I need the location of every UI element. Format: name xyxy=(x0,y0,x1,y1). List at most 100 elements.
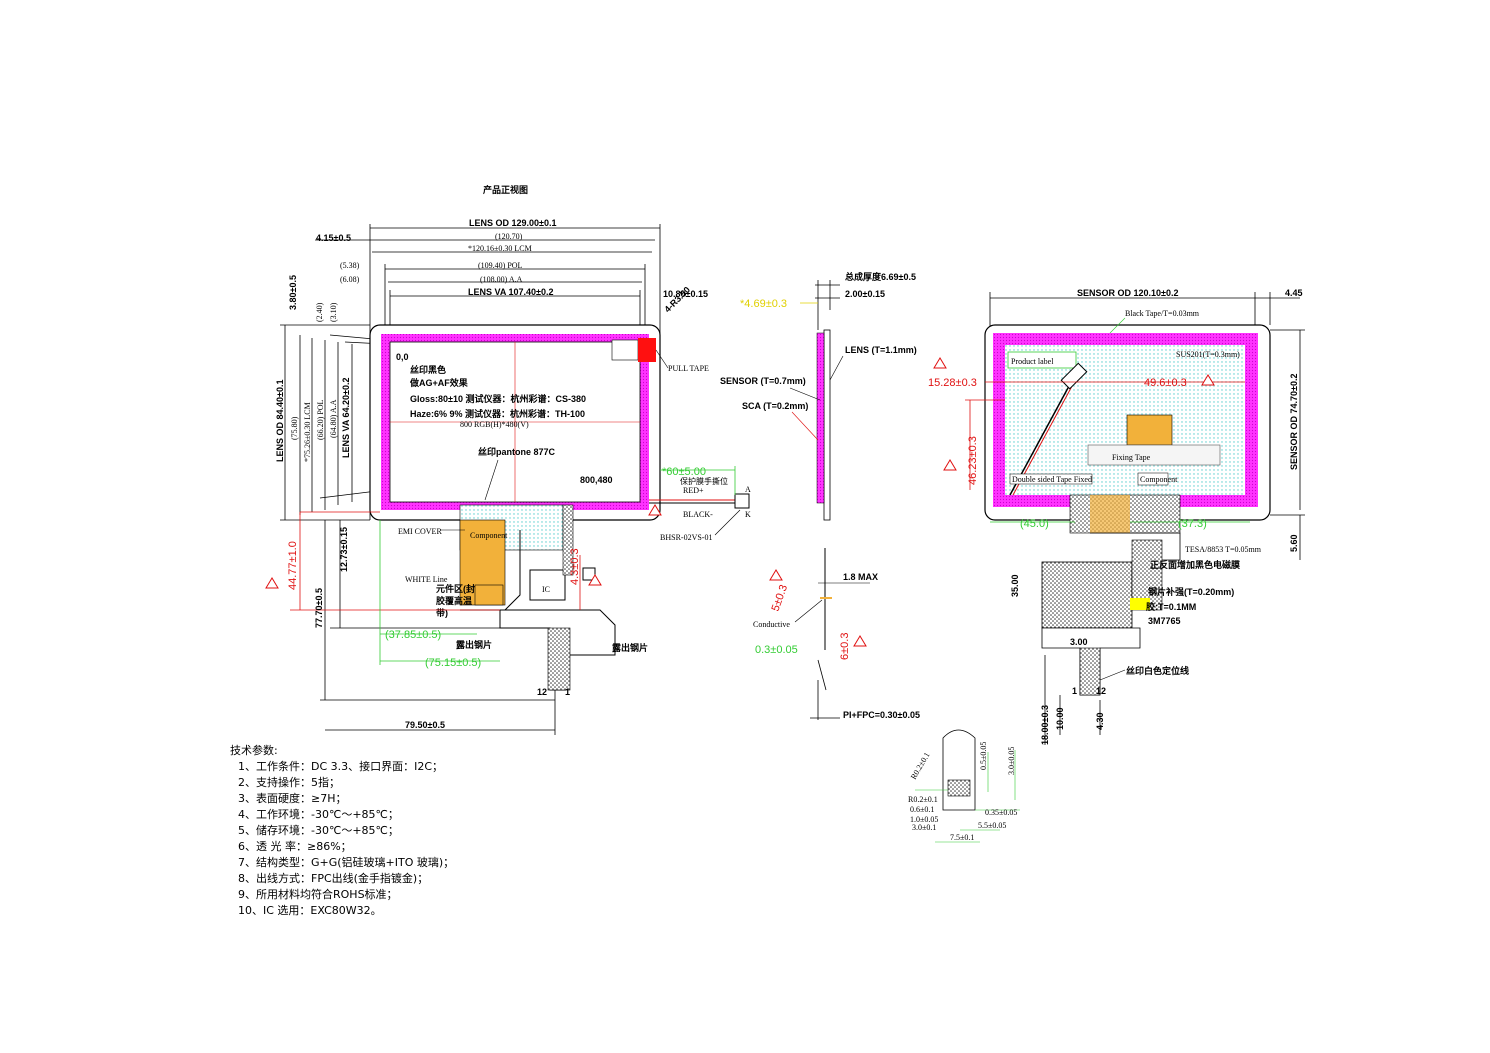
detail-a10: 3.0±0.1 xyxy=(912,823,936,832)
dim-4-3: 4.3±0.3 xyxy=(569,548,581,585)
specs-title: 技术参数: xyxy=(230,744,278,757)
dim-0-3: 0.3±0.05 xyxy=(755,644,798,656)
dim-10: 10.00 xyxy=(1055,707,1065,730)
dim-3-10: (3.10) xyxy=(329,302,338,322)
ic-label: IC xyxy=(542,585,550,594)
v-75-80: (75.80) xyxy=(290,416,299,440)
back-pin-1: 1 xyxy=(1072,686,1077,696)
resolution-label: 800 RGB(H)*480(V) xyxy=(460,420,529,429)
spec-item: 6、透 光 率：≥86%； xyxy=(238,840,352,853)
right-offset: 10.80±0.15 xyxy=(663,289,708,299)
dim-46-23: 46.23±0.3 xyxy=(967,436,979,485)
dim-37-85: (37.85±0.5) xyxy=(385,629,441,641)
dim-3-00: 3.00 xyxy=(1070,637,1088,647)
dim-35: 35.00 xyxy=(1010,574,1020,597)
detail-a1: R0.2±0.1 xyxy=(909,751,932,781)
black-wire-label: BLACK- xyxy=(683,510,713,519)
sensor-thickness: SENSOR (T=0.7mm) xyxy=(720,376,806,386)
print-line-note: 丝印白色定位线 xyxy=(1126,665,1189,676)
glue-note: 胶:T=0.1MM xyxy=(1146,601,1196,612)
emi-note: 正反面增加黑色电磁膜 xyxy=(1150,559,1241,570)
origin-label: 0,0 xyxy=(396,352,409,362)
dim-pol: (109.40) POL xyxy=(478,261,523,270)
dim-6-08: (6.08) xyxy=(340,275,360,284)
spec-item: 9、所用材料均符合ROHS标准； xyxy=(238,888,398,901)
spec-item: 2、支持操作：5指； xyxy=(238,776,340,789)
spec-item: 4、工作环境：-30℃～+85℃； xyxy=(238,808,399,821)
v-pol: (66.20) POL xyxy=(316,399,325,440)
spec-item: 10、IC 选用：EXC80W32。 xyxy=(238,904,382,917)
detail-a7: 0.35±0.05 xyxy=(985,808,1017,817)
front-view: 产品正视图 LENS OD 129.00±0.1 (120.70) *120.1… xyxy=(265,184,751,735)
spec-item: 8、出线方式：FPC出线(金手指镀金)； xyxy=(238,872,429,885)
dim-75-15: (75.15±0.5) xyxy=(425,657,481,669)
stiffener-label-1: 露出钢片 xyxy=(456,639,492,650)
lens-va-v: LENS VA 64.20±0.2 xyxy=(341,378,351,458)
dim-120-70: (120.70) xyxy=(495,232,523,241)
total-thickness: 总成厚度6.69±0.5 xyxy=(845,271,916,282)
component-label: Component xyxy=(470,531,508,540)
pull-tape-label: PULL TAPE xyxy=(668,364,709,373)
print-note-1: 丝印黑色 xyxy=(410,364,446,375)
dim-45: (45.0) xyxy=(1020,518,1049,530)
fpc-back xyxy=(1041,494,1181,696)
lens-thickness: LENS (T=1.1mm) xyxy=(845,345,917,355)
connector-model: BHSR-02VS-01 xyxy=(660,533,712,542)
double-tape-label: Double sided Tape Fixed xyxy=(1012,475,1092,484)
product-label: Product label xyxy=(1011,357,1054,366)
sensor-od: SENSOR OD 120.10±0.2 xyxy=(1077,288,1179,298)
detail-a9: 7.5±0.1 xyxy=(950,833,974,842)
gold-finger-detail: R0.2±0.1 0.5±0.05 3.0±0.05 R0.2±0.1 0.6±… xyxy=(908,729,1020,843)
spec-item: 5、储存环境：-30℃～+85℃； xyxy=(238,824,399,837)
detail-a4: R0.2±0.1 xyxy=(908,795,938,804)
dim-5: 5±0.3 xyxy=(770,583,791,613)
front-view-title: 产品正视图 xyxy=(483,184,528,195)
stiffener-label-2: 露出钢片 xyxy=(612,642,648,653)
lens-va-label: LENS VA 107.40±0.2 xyxy=(468,287,553,297)
dim-44-77: 44.77±1.0 xyxy=(287,541,299,590)
dim-15-28: 15.28±0.3 xyxy=(928,377,977,389)
pantone-note: 丝印pantone 877C xyxy=(478,446,556,457)
ic-note-2: 胶覆高温 xyxy=(436,595,472,606)
dim-18: 18.00±0.3 xyxy=(1040,705,1050,745)
dim-79-50: 79.50±0.5 xyxy=(405,720,445,730)
conductive-label: Conductive xyxy=(753,620,790,629)
pull-tape-tab xyxy=(638,338,656,362)
print-note-2: 做AG+AF效果 xyxy=(409,377,469,388)
max-thickness: 1.8 MAX xyxy=(843,572,878,582)
connector-k: K xyxy=(745,510,751,519)
dim-49-6: 49.6±0.3 xyxy=(1144,377,1187,389)
wire-length: *60±5.00 xyxy=(662,466,706,478)
fpc-front xyxy=(459,504,616,691)
spec-item: 3、表面硬度：≥7H； xyxy=(238,792,347,805)
dim-5-60: 5.60 xyxy=(1289,534,1299,552)
emi-cover-label: EMI COVER xyxy=(398,527,442,536)
dim-4-69: *4.69±0.3 xyxy=(740,298,787,310)
pin-12: 12 xyxy=(537,687,547,697)
spec-item: 1、工作条件：DC 3.3、接口界面：I2C； xyxy=(238,760,444,773)
sus-label: SUS201(T=0.3mm) xyxy=(1176,350,1240,359)
tesa-label: TESA/8853 T=0.05mm xyxy=(1185,545,1262,554)
pin-1: 1 xyxy=(565,687,570,697)
dim-5-38: (5.38) xyxy=(340,261,360,270)
v-aa: (64.80) A.A xyxy=(329,399,338,438)
fixing-tape-label: Fixing Tape xyxy=(1112,453,1151,462)
dim-2-40: (2.40) xyxy=(315,302,324,322)
white-line-label: WHITE Line xyxy=(405,575,448,584)
dim-2-00: 2.00±0.15 xyxy=(845,289,885,299)
tech-specs: 技术参数: 1、工作条件：DC 3.3、接口界面：I2C； 2、支持操作：5指；… xyxy=(230,743,454,919)
dim-37-3: (37.3) xyxy=(1178,518,1207,530)
wire-note: 保护膜手撕位 xyxy=(680,476,728,486)
v-lcm: *75.26±0.30 LCM xyxy=(303,402,312,462)
black-tape-label: Black Tape/T=0.03mm xyxy=(1125,309,1200,318)
dim-12-73: 12.73±0.15 xyxy=(339,527,349,572)
pi-fpc-thickness: PI+FPC=0.30±0.05 xyxy=(843,710,920,720)
detail-a5: 0.6±0.1 xyxy=(910,805,934,814)
dim-4-45: 4.45 xyxy=(1285,288,1303,298)
dim-77-70: 77.70±0.5 xyxy=(314,588,324,628)
detail-a2: 0.5±0.05 xyxy=(979,742,988,770)
end-label: 800,480 xyxy=(580,475,613,485)
back-view: SENSOR OD 120.10±0.2 4.45 SENSOR OD 74.7… xyxy=(928,288,1305,745)
back-pin-12: 12 xyxy=(1096,686,1106,696)
